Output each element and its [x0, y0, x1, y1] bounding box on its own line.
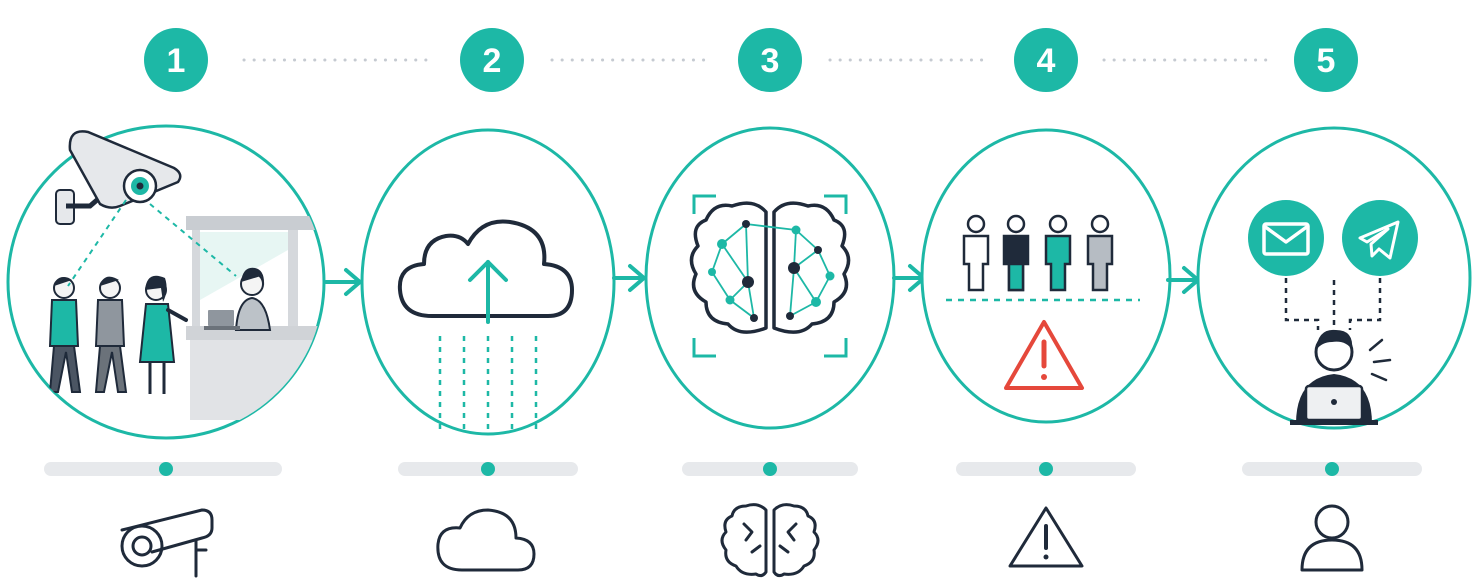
person-figure-outline [962, 214, 990, 292]
step-badge-3: 3 [738, 28, 802, 92]
data-stream-lines [438, 336, 538, 430]
email-icon [1248, 200, 1324, 276]
step-number: 5 [1317, 42, 1336, 80]
step-5-illustration [1196, 126, 1472, 430]
upload-cloud-icon [397, 219, 574, 318]
telegram-icon [1342, 200, 1418, 276]
step-number: 2 [483, 42, 502, 80]
step-number: 3 [761, 42, 780, 80]
security-camera [55, 130, 182, 225]
flow-arrow-2 [612, 264, 646, 292]
camera-view-lines [67, 199, 237, 287]
person-figure-dark [1002, 214, 1030, 292]
ai-brain-icon [689, 201, 851, 334]
step-2-illustration [360, 128, 616, 436]
flow-arrow-4 [1166, 266, 1200, 294]
queue-person-2 [94, 276, 128, 393]
notification-lines [1284, 278, 1382, 330]
progress-track-4 [956, 462, 1136, 476]
step-4-illustration [920, 128, 1172, 424]
flow-arrow-1 [324, 268, 362, 296]
step-badge-2: 2 [460, 28, 524, 92]
progress-track-2 [398, 462, 578, 476]
brain-icon [720, 503, 820, 578]
step-number: 1 [167, 42, 186, 80]
neural-nodes [708, 220, 835, 322]
cloud-icon [436, 508, 536, 572]
neural-connections [711, 223, 831, 319]
camera-icon [120, 508, 214, 578]
queue-person-3 [138, 275, 188, 394]
step-badge-5: 5 [1294, 28, 1358, 92]
user-icon [1300, 504, 1364, 572]
warning-icon [1008, 506, 1084, 568]
staff-member [1290, 329, 1378, 425]
scan-frame-icon [692, 194, 848, 358]
reception-desk [186, 216, 324, 420]
person-figure-teal [1044, 214, 1072, 292]
alert-triangle-icon [1004, 320, 1084, 390]
person-figure-grey [1086, 214, 1114, 292]
progress-track-3 [682, 462, 858, 476]
flow-arrow-3 [892, 264, 926, 292]
step-number: 4 [1037, 42, 1056, 80]
step-badge-1: 1 [144, 28, 208, 92]
step-badge-4: 4 [1014, 28, 1078, 92]
step-1-illustration [6, 124, 326, 440]
progress-track-5 [1242, 462, 1422, 476]
attention-lines [1368, 338, 1392, 382]
progress-track-1 [44, 462, 282, 476]
upload-arrow-icon [468, 260, 508, 324]
step-3-illustration [644, 126, 896, 430]
